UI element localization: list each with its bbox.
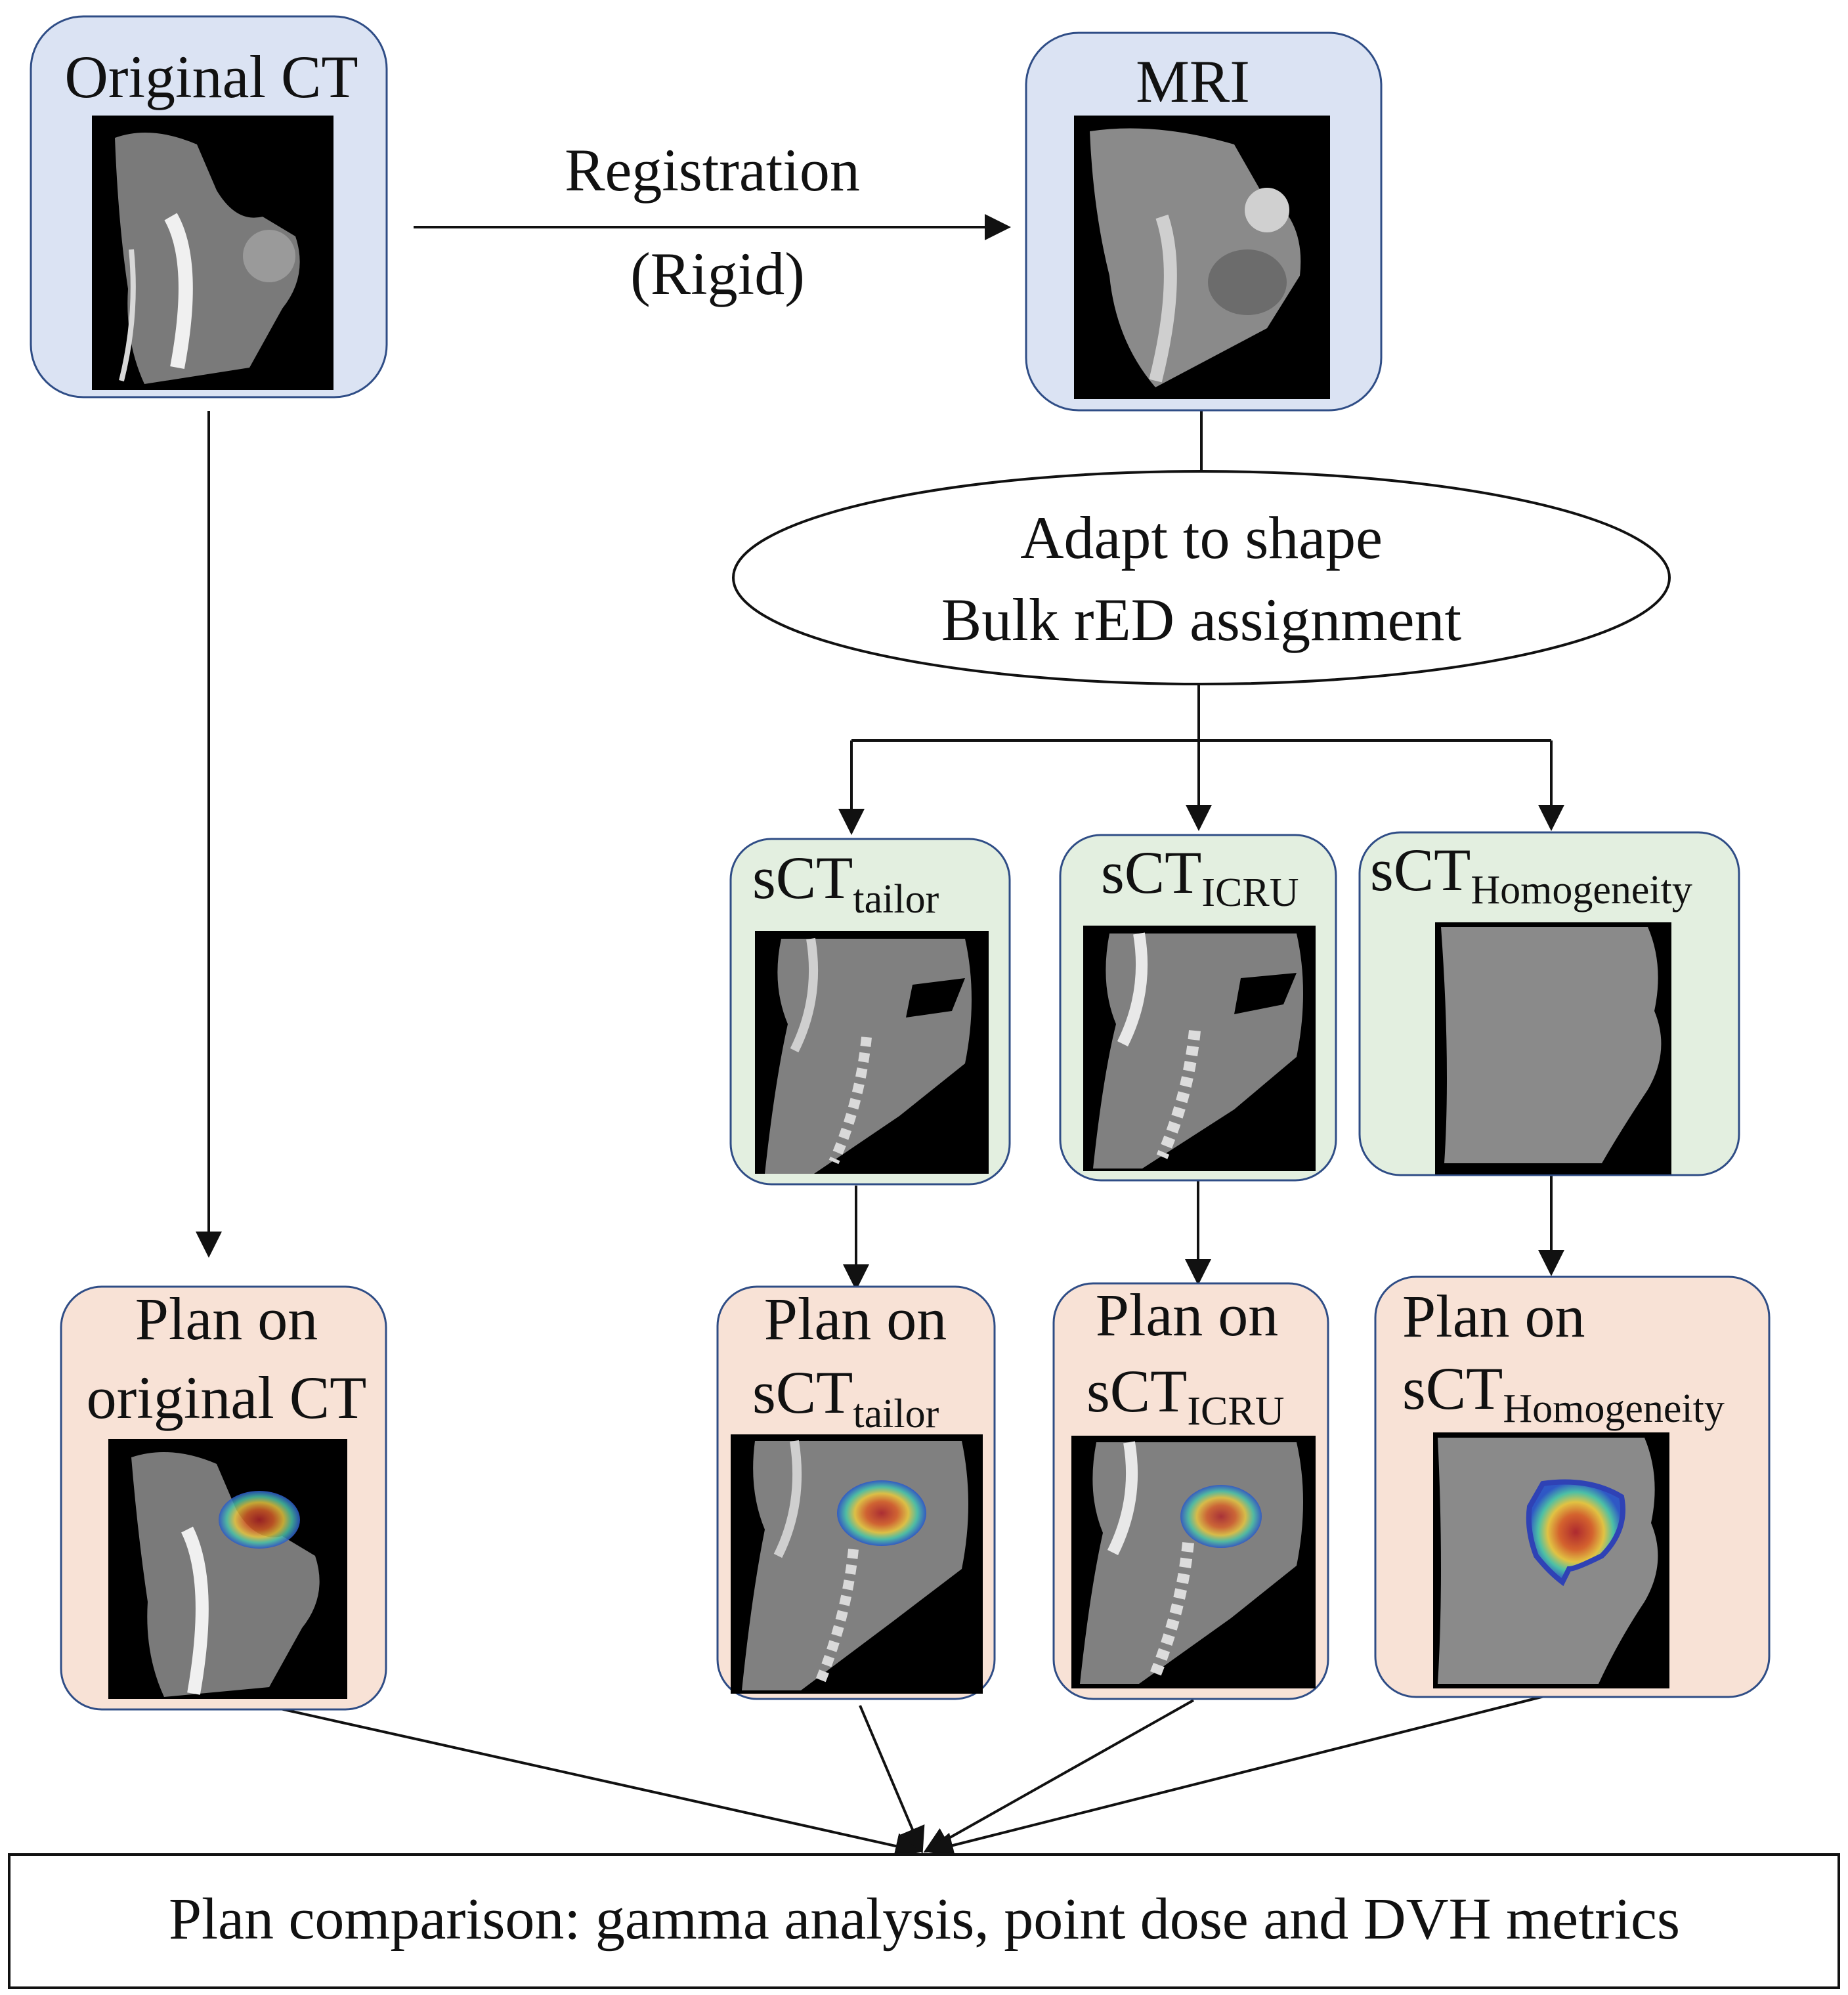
- node-sct-homog: sCTHomogeneity: [1358, 831, 1740, 1176]
- plan-icru-image: [1071, 1436, 1316, 1688]
- sct-tailor-label: sCTtailor: [752, 844, 939, 922]
- sct-icru-sub: ICRU: [1201, 870, 1299, 915]
- dose-overlay: [837, 1480, 926, 1546]
- plan-icru-base: sCT: [1086, 1358, 1187, 1425]
- sct-icru-base: sCT: [1101, 839, 1201, 906]
- sct-homog-sub: Homogeneity: [1471, 868, 1692, 912]
- plan-orig-image: [108, 1439, 347, 1699]
- sct-homog-label: sCTHomogeneity: [1370, 836, 1692, 912]
- mri-scan-image: [1074, 116, 1330, 399]
- plan-icru-label: sCTICRU: [1086, 1358, 1285, 1434]
- plan-tailor-base: sCT: [752, 1359, 853, 1426]
- plan-homog-line1: Plan on: [1402, 1283, 1585, 1350]
- node-plan-tailor: Plan on sCTtailor: [716, 1285, 996, 1700]
- ct-scan-image: [92, 116, 333, 390]
- sct-homog-image: [1435, 922, 1671, 1174]
- dose-overlay: [219, 1491, 300, 1549]
- sct-icru-label: sCTICRU: [1101, 839, 1299, 915]
- sct-icru-image: [1083, 926, 1316, 1171]
- plan-homog-label: sCTHomogeneity: [1402, 1355, 1725, 1431]
- mri-label: MRI: [1136, 48, 1250, 115]
- sct-tailor-sub: tailor: [853, 877, 939, 922]
- original-ct-label: Original CT: [64, 43, 358, 110]
- plan-tailor-sub: tailor: [853, 1392, 939, 1436]
- edge-plan-orig-to-comparison: [224, 1695, 922, 1859]
- node-sct-tailor: sCTtailor: [729, 838, 1011, 1186]
- plan-homog-image: [1433, 1432, 1669, 1688]
- node-plan-original: Plan on original CT: [60, 1285, 387, 1711]
- adapt-label-line1: Adapt to shape: [1020, 504, 1383, 571]
- node-original-ct: Original CT: [30, 15, 388, 398]
- plan-icru-line1: Plan on: [1096, 1281, 1279, 1348]
- sct-tailor-base: sCT: [752, 844, 853, 911]
- adapt-label-line2: Bulk rED assignment: [941, 586, 1462, 653]
- plan-icru-sub: ICRU: [1187, 1389, 1284, 1434]
- node-adapt: Adapt to shape Bulk rED assignment: [732, 470, 1671, 685]
- node-comparison: Plan comparison: gamma analysis, point d…: [8, 1853, 1840, 1989]
- plan-homog-sub: Homogeneity: [1503, 1386, 1725, 1431]
- registration-method-label: (Rigid): [630, 240, 805, 307]
- sct-tailor-image: [755, 931, 989, 1174]
- dose-overlay: [1526, 1479, 1625, 1587]
- comparison-label: Plan comparison: gamma analysis, point d…: [169, 1887, 1680, 1952]
- edge-plan-icru-to-comparison: [923, 1699, 1194, 1853]
- node-sct-icru: sCTICRU: [1059, 834, 1337, 1182]
- edge-plan-homog-to-comparison: [927, 1694, 1550, 1858]
- node-plan-icru: Plan on sCTICRU: [1052, 1281, 1329, 1700]
- node-plan-homog: Plan on sCTHomogeneity: [1374, 1276, 1771, 1698]
- plan-orig-line2: original CT: [87, 1364, 367, 1431]
- plan-tailor-label: sCTtailor: [752, 1359, 939, 1436]
- edges: [196, 214, 1564, 1859]
- registration-label: Registration: [565, 137, 860, 204]
- plan-tailor-image: [731, 1434, 983, 1694]
- node-mri: MRI: [1025, 32, 1383, 412]
- edge-plan-tailor-to-comparison: [859, 1705, 925, 1854]
- plan-tailor-line1: Plan on: [764, 1285, 947, 1352]
- sct-homog-base: sCT: [1370, 836, 1471, 903]
- dose-overlay: [1180, 1485, 1262, 1548]
- plan-homog-base: sCT: [1402, 1355, 1503, 1422]
- plan-orig-line1: Plan on: [135, 1285, 318, 1352]
